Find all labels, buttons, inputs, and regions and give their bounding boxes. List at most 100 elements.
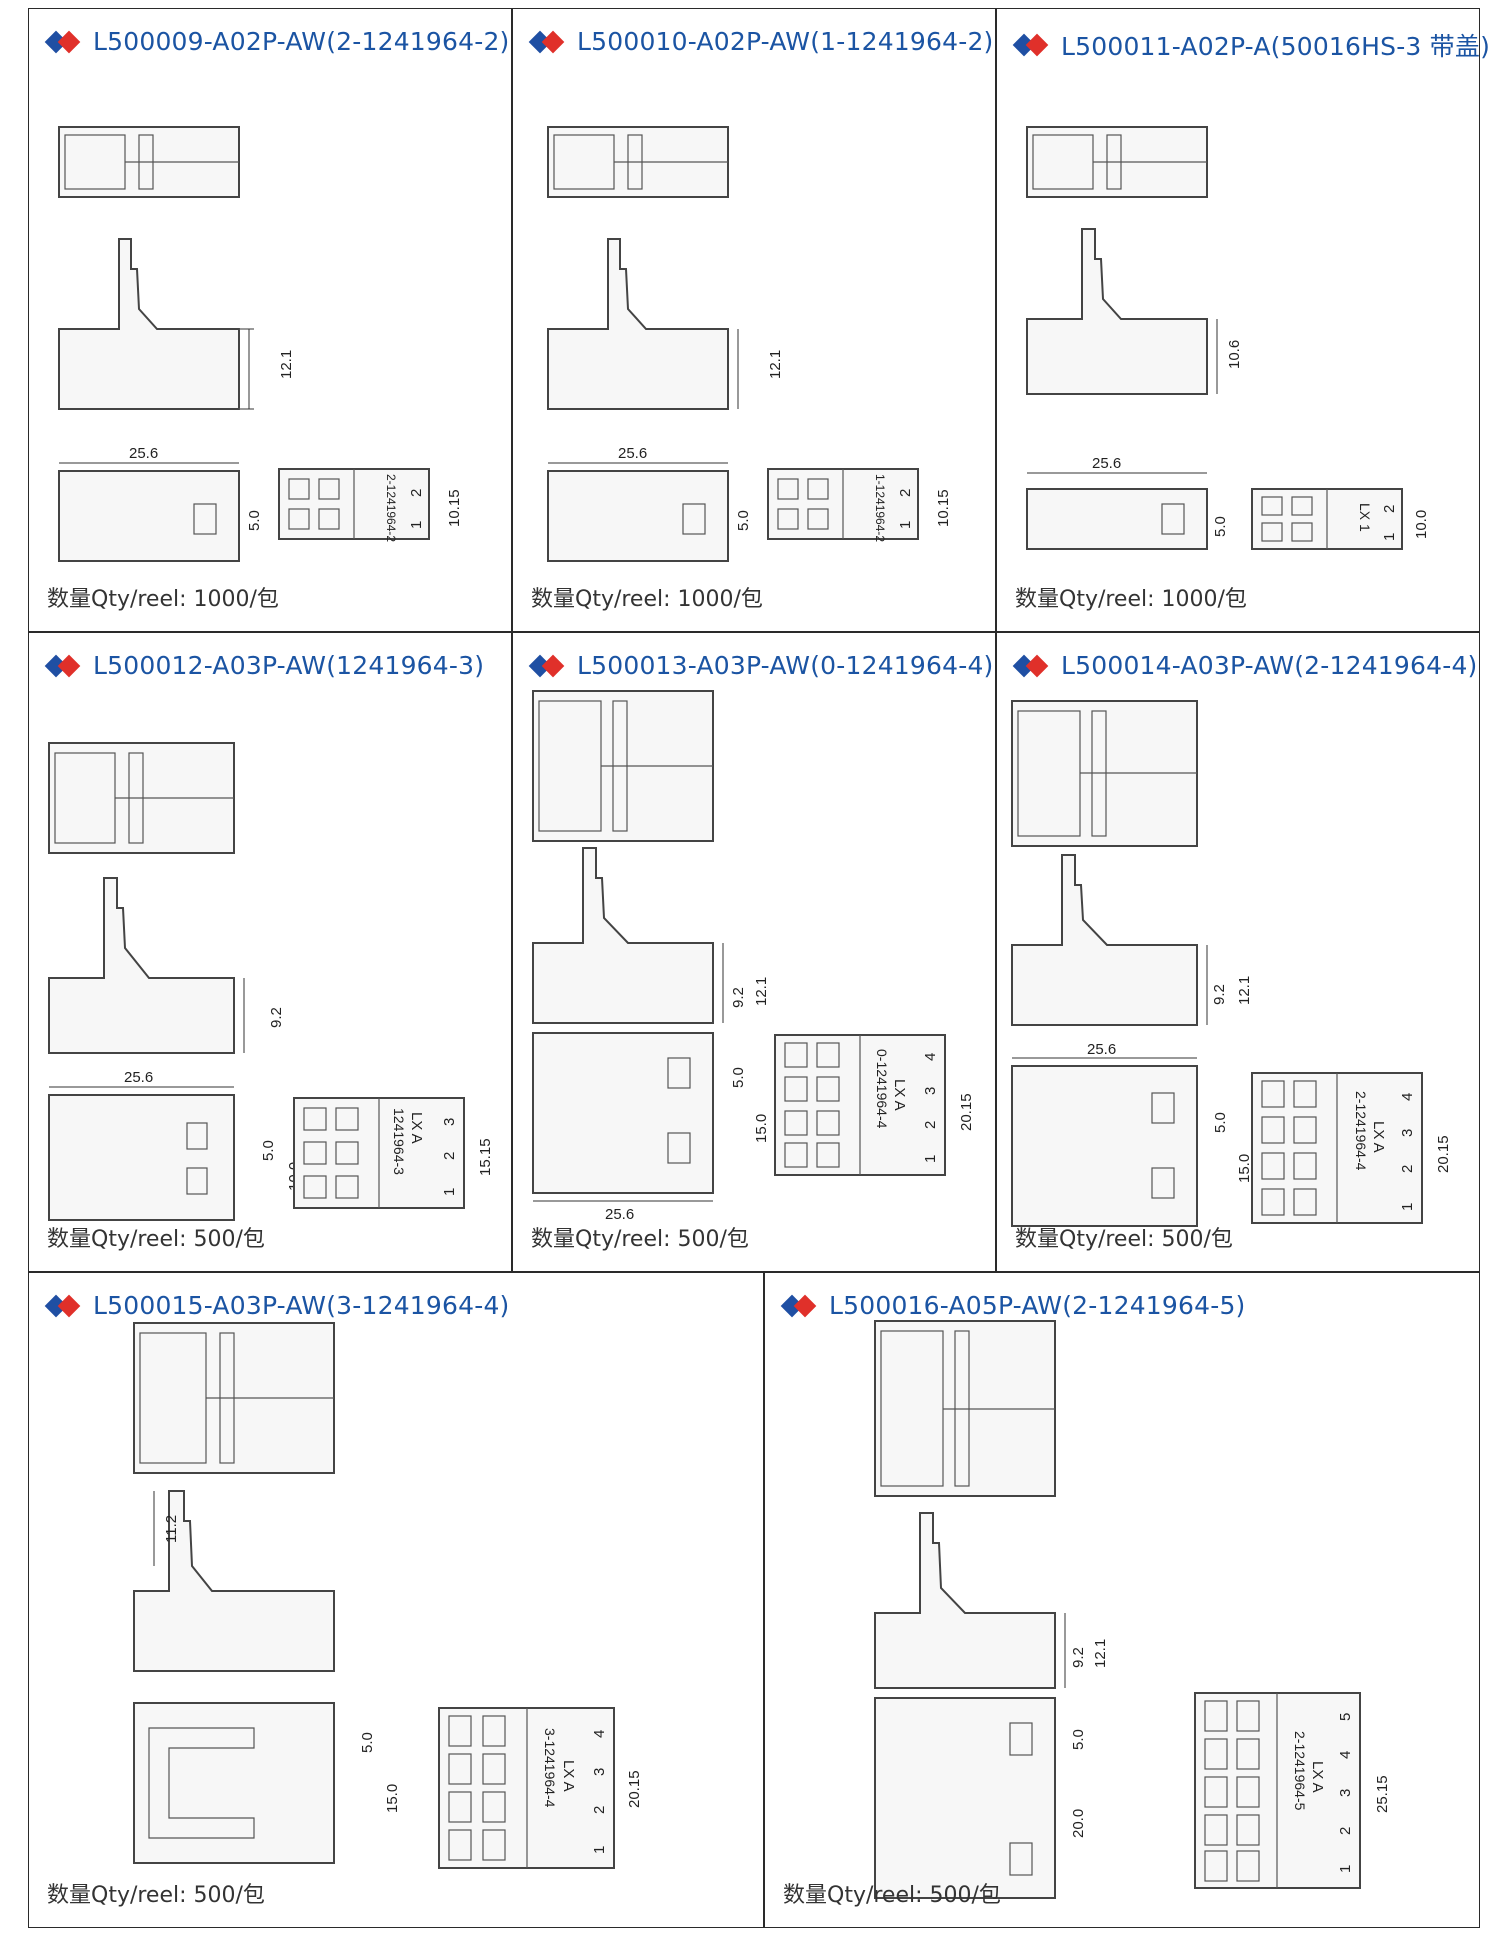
product-panel-l500011: L500011-A02P-A(50016HS-3 带盖) 10.6 25.6 5… — [996, 8, 1490, 632]
pitch2-dim: 20.0 — [1070, 1809, 1087, 1838]
pitch-dim: 5.0 — [1212, 516, 1229, 537]
pin-number: 1 — [922, 1155, 939, 1163]
front-view: 5.0 15.0 25.6 — [532, 1032, 770, 1223]
part-mark: LX A — [560, 1760, 577, 1792]
connector-drawing: 9.2 12.1 25.6 5.0 15.0 LX A 2-1241964-4 … — [1011, 700, 1452, 1227]
height-dim: 10.6 — [1226, 340, 1243, 369]
part-mark: LX A — [408, 1112, 425, 1144]
width-dim: 20.15 — [958, 1093, 975, 1131]
pitch2-dim: 15.0 — [753, 1114, 770, 1143]
top-view — [547, 126, 729, 198]
pitch-dim: 5.0 — [359, 1732, 376, 1753]
pin-number: 1 — [1337, 1865, 1354, 1873]
qty-per-reel: 数量Qty/reel: 500/包 — [47, 1883, 265, 1908]
pin-number: 2 — [897, 489, 914, 497]
pin-number: 2 — [1399, 1165, 1416, 1173]
product-title: L500015-A03P-AW(3-1241964-4) — [44, 1291, 510, 1320]
pin-number: 3 — [1399, 1129, 1416, 1137]
pin-number: 4 — [1399, 1093, 1416, 1101]
part-mark: 3-1241964-4 — [542, 1728, 558, 1808]
product-title: L500014-A03P-AW(2-1241964-4) — [1012, 651, 1478, 680]
product-title: L500010-A02P-AW(1-1241964-2) — [528, 27, 994, 56]
front-view: 5.0 15.0 — [133, 1702, 401, 1864]
front-view: 25.6 5.0 — [1026, 455, 1229, 550]
top-view — [58, 126, 240, 198]
height2-dim: 12.1 — [1092, 1639, 1109, 1668]
qty-per-reel: 数量Qty/reel: 1000/包 — [1015, 587, 1247, 612]
product-title-text: L500011-A02P-A(50016HS-3 带盖) — [1061, 32, 1491, 61]
product-panel-l500009: L500009-A02P-AW(2-1241964-2) 12.1 25.6 5… — [28, 8, 512, 632]
length-dim: 25.6 — [129, 445, 158, 462]
product-title: L500012-A03P-AW(1241964-3) — [44, 651, 485, 680]
side-view: 9.2 12.1 — [532, 847, 770, 1024]
qty-per-reel: 数量Qty/reel: 1000/包 — [531, 587, 763, 612]
pin-view: LX A 0-1241964-4 4 3 2 1 20.15 — [774, 1034, 975, 1176]
connector-drawing: 10.6 25.6 5.0 LX 1 2 1 10.0 — [1026, 126, 1430, 550]
pin-number: 3 — [922, 1087, 939, 1095]
pin-number: 2 — [591, 1806, 608, 1814]
pin-number: 4 — [922, 1053, 939, 1061]
width-dim: 10.15 — [446, 489, 463, 527]
pin-view: LX A 3-1241964-4 4 3 2 1 20.15 — [438, 1707, 643, 1869]
part-mark: LX A — [1309, 1761, 1326, 1793]
width-dim: 20.15 — [626, 1770, 643, 1808]
length-dim: 25.6 — [1092, 455, 1121, 472]
height-dim: 9.2 — [730, 987, 747, 1008]
connector-drawing: 9.2 12.1 5.0 20.0 LX A 2-1241964-5 5 4 3… — [874, 1320, 1391, 1899]
front-view: 25.6 5.0 — [58, 445, 263, 562]
side-view: 10.6 — [1026, 228, 1243, 395]
product-title-text: L500013-A03P-AW(0-1241964-4) — [577, 651, 994, 680]
side-view: 9.2 12.1 — [874, 1512, 1109, 1689]
front-view: 5.0 20.0 — [874, 1697, 1087, 1899]
width-dim: 10.0 — [1413, 510, 1430, 539]
product-title: L500016-A05P-AW(2-1241964-5) — [780, 1291, 1246, 1320]
product-title-text: L500009-A02P-AW(2-1241964-2) — [93, 27, 510, 56]
qty-per-reel: 数量Qty/reel: 500/包 — [1015, 1227, 1233, 1252]
width-dim: 20.15 — [1435, 1135, 1452, 1173]
product-panel-l500010: L500010-A02P-AW(1-1241964-2) 12.1 25.6 5… — [512, 8, 996, 632]
qty-per-reel: 数量Qty/reel: 1000/包 — [47, 587, 279, 612]
pin-number: 1 — [897, 521, 914, 529]
pin-number: 5 — [1337, 1713, 1354, 1721]
pin-view: 1-1241964-2 2 1 10.15 — [767, 468, 952, 542]
pin-view: LX A 2-1241964-5 5 4 3 2 1 25.15 — [1194, 1692, 1391, 1889]
pin-number: 2 — [1381, 505, 1398, 513]
pin-number: 1 — [1399, 1203, 1416, 1211]
product-panel-l500012: L500012-A03P-AW(1241964-3) 9.2 25.6 5.0 … — [28, 632, 512, 1272]
pin-number: 1 — [441, 1188, 458, 1196]
pitch2-dim: 15.0 — [384, 1784, 401, 1813]
side-view: 9.2 12.1 — [1011, 854, 1253, 1026]
product-title-text: L500012-A03P-AW(1241964-3) — [93, 651, 485, 680]
side-view: 11.2 — [133, 1490, 335, 1672]
part-mark: LX 1 — [1357, 503, 1373, 532]
part-mark: 1241964-3 — [391, 1108, 407, 1175]
product-title: L500013-A03P-AW(0-1241964-4) — [528, 651, 994, 680]
product-title: L500011-A02P-A(50016HS-3 带盖) — [1012, 27, 1491, 63]
part-mark: 2-1241964-4 — [1353, 1091, 1369, 1171]
product-title-text: L500015-A03P-AW(3-1241964-4) — [93, 1291, 510, 1320]
pitch-dim: 5.0 — [246, 510, 263, 531]
front-view: 25.6 5.0 — [547, 445, 752, 562]
pitch-dim: 5.0 — [260, 1140, 277, 1161]
connector-drawing: 9.2 12.1 5.0 15.0 25.6 LX A 0-1241964-4 … — [532, 690, 975, 1223]
side-view: 9.2 — [48, 877, 285, 1054]
length-dim: 25.6 — [605, 1206, 634, 1223]
qty-per-reel: 数量Qty/reel: 500/包 — [47, 1227, 265, 1252]
pin-number: 1 — [1381, 533, 1398, 541]
top-view — [1026, 126, 1208, 198]
top-view — [133, 1322, 335, 1474]
pin-view: LX 1 2 1 10.0 — [1251, 488, 1430, 550]
connector-drawing: 9.2 25.6 5.0 10.0 LX A 1241964-3 3 2 1 1… — [48, 742, 494, 1221]
pitch-dim: 5.0 — [735, 510, 752, 531]
pin-number: 3 — [441, 1118, 458, 1126]
height2-dim: 12.1 — [753, 977, 770, 1006]
width-dim: 25.15 — [1374, 1775, 1391, 1813]
height-dim: 9.2 — [1070, 1647, 1087, 1668]
product-title-text: L500016-A05P-AW(2-1241964-5) — [829, 1291, 1246, 1320]
height-dim: 9.2 — [1211, 984, 1228, 1005]
pitch-dim: 5.0 — [1212, 1112, 1229, 1133]
front-view: 25.6 5.0 10.0 — [48, 1069, 303, 1221]
pin-number: 4 — [591, 1730, 608, 1738]
qty-per-reel: 数量Qty/reel: 500/包 — [783, 1883, 1001, 1908]
pin-number: 3 — [591, 1768, 608, 1776]
